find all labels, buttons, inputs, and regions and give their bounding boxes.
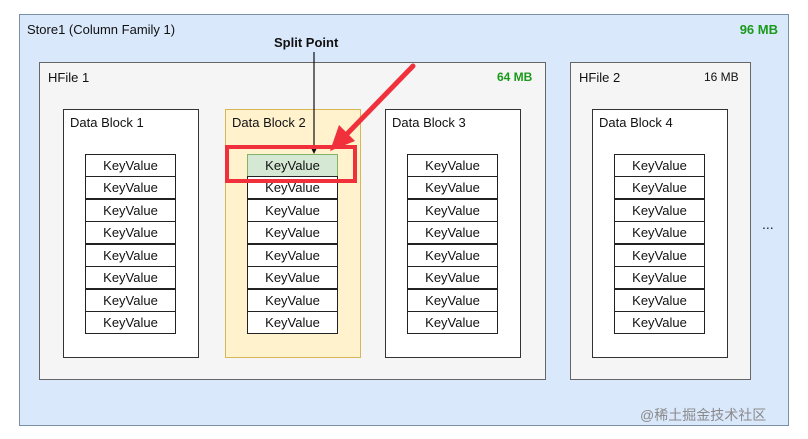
keyvalue-cell: KeyValue — [85, 154, 176, 177]
keyvalue-cell: KeyValue — [247, 221, 338, 244]
more-ellipsis: ... — [762, 216, 774, 232]
keyvalue-cell: KeyValue — [85, 244, 176, 267]
keyvalue-cell: KeyValue — [247, 289, 338, 312]
store-size: 96 MB — [739, 22, 778, 37]
hfile-2-size: 16 MB — [704, 70, 739, 84]
watermark: @稀土掘金技术社区 — [640, 407, 767, 423]
data-block-4-title: Data Block 4 — [599, 115, 673, 130]
data-block-2-title: Data Block 2 — [232, 115, 306, 130]
keyvalue-cell: KeyValue — [247, 311, 338, 334]
keyvalue-cell: KeyValue — [407, 199, 498, 222]
keyvalue-cell: KeyValue — [247, 266, 338, 289]
split-point-label: Split Point — [274, 35, 339, 50]
keyvalue-cell: KeyValue — [614, 176, 705, 199]
hfile-2-title: HFile 2 — [579, 70, 621, 85]
keyvalue-cell: KeyValue — [247, 199, 338, 222]
keyvalue-cell: KeyValue — [407, 311, 498, 334]
keyvalue-cell: KeyValue — [407, 154, 498, 177]
keyvalue-cell: KeyValue — [614, 221, 705, 244]
red-pointer-arrow — [330, 63, 416, 151]
keyvalue-cell: KeyValue — [85, 176, 176, 199]
hfile-1-size: 64 MB — [497, 70, 533, 84]
keyvalue-cell: KeyValue — [85, 311, 176, 334]
data-block-3-title: Data Block 3 — [392, 115, 466, 130]
keyvalue-cell: KeyValue — [247, 244, 338, 267]
keyvalue-cell: KeyValue — [85, 221, 176, 244]
keyvalue-cell: KeyValue — [407, 266, 498, 289]
keyvalue-cell: KeyValue — [614, 289, 705, 312]
split-keyvalue-cell: KeyValue — [247, 154, 338, 177]
keyvalue-cell: KeyValue — [614, 266, 705, 289]
hfile-1-title: HFile 1 — [48, 70, 90, 85]
data-block-1-title: Data Block 1 — [70, 115, 144, 130]
keyvalue-cell: KeyValue — [614, 311, 705, 334]
keyvalue-cell: KeyValue — [85, 289, 176, 312]
keyvalue-cell: KeyValue — [85, 266, 176, 289]
split-highlight-box — [225, 145, 357, 183]
keyvalue-cell: KeyValue — [407, 221, 498, 244]
store-title: Store1 (Column Family 1) — [27, 22, 176, 37]
keyvalue-cell: KeyValue — [407, 176, 498, 199]
